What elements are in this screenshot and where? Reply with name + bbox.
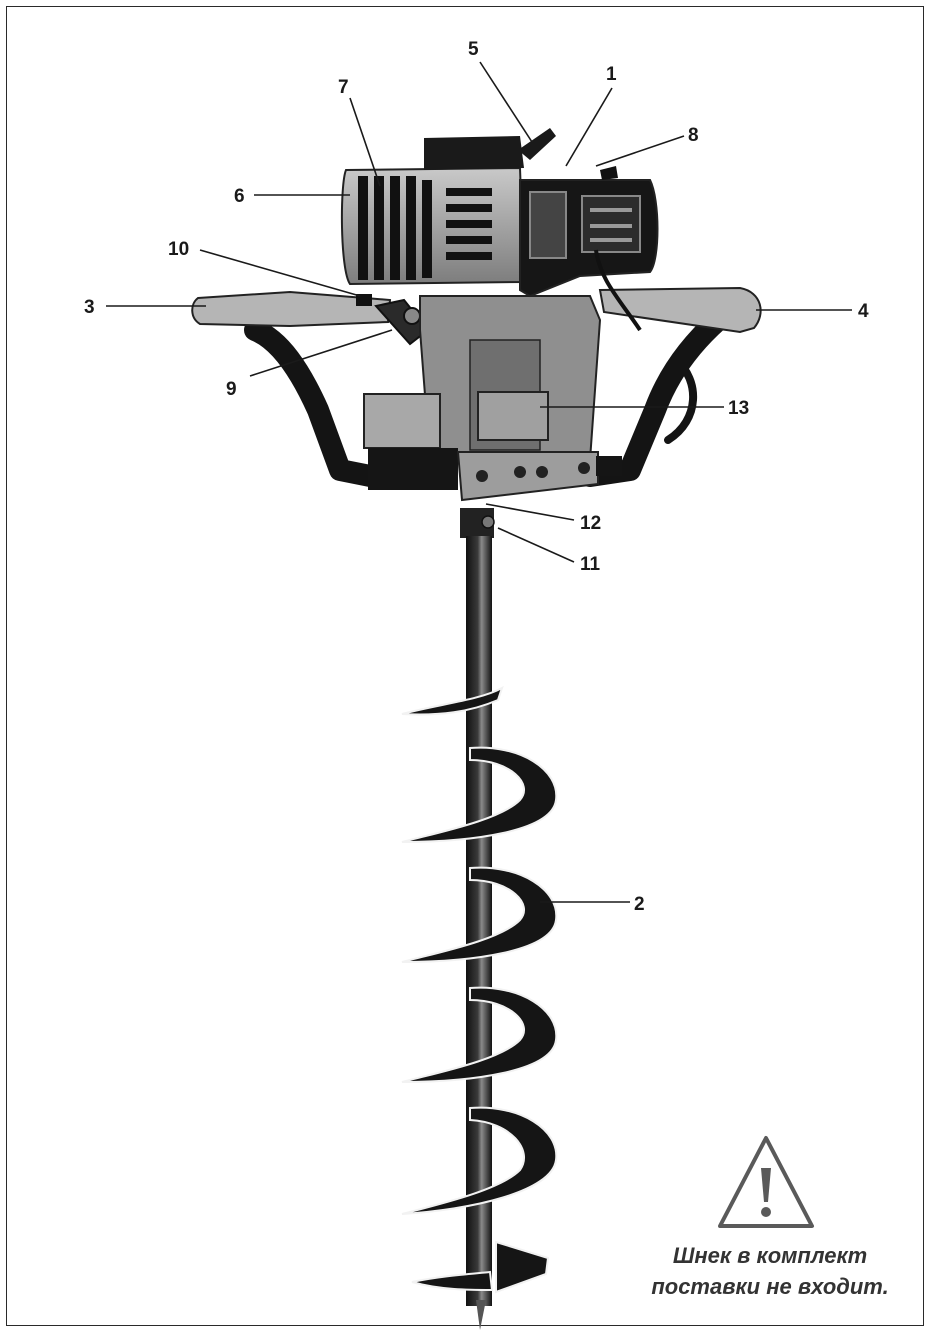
choke-lever[interactable] — [518, 128, 556, 160]
lever-pivot — [403, 307, 421, 325]
warning-note-line-1: Шнек в комплект — [672, 1243, 868, 1268]
callout-8: 8 — [688, 125, 699, 146]
warning-note-line-2: поставки не входит. — [651, 1274, 889, 1299]
gearbox-cover-left — [363, 393, 441, 449]
mounting-bracket — [456, 451, 599, 502]
gearbox-cover-right — [477, 391, 549, 441]
auger-shaft — [466, 536, 492, 1306]
auger-flights — [401, 685, 558, 1294]
callout-7: 7 — [338, 77, 349, 98]
frame-mount-left — [368, 448, 458, 490]
callout-3: 3 — [84, 297, 95, 318]
fuel-tank-cap[interactable] — [424, 136, 524, 170]
callout-4: 4 — [858, 301, 869, 322]
cylinder-fins — [358, 176, 492, 280]
callout-9: 9 — [226, 379, 237, 400]
callout-6: 6 — [234, 186, 245, 207]
bracket-bolts — [476, 462, 590, 482]
callout-5: 5 — [468, 39, 479, 60]
ignition-switch[interactable] — [600, 166, 618, 180]
auger-tip — [476, 1300, 486, 1330]
warning-triangle-icon — [718, 1136, 814, 1228]
callout-12: 12 — [580, 513, 601, 534]
callout-11: 11 — [580, 554, 601, 575]
callout-10: 10 — [168, 239, 189, 260]
leader-lines — [106, 61, 852, 903]
throttle-lock[interactable] — [356, 294, 372, 306]
callout-2: 2 — [634, 894, 645, 915]
callout-1: 1 — [606, 64, 617, 85]
handle-frame — [244, 309, 729, 489]
figure-frame — [6, 6, 924, 1326]
engine-housing — [340, 166, 526, 286]
warning-note: Шнек в комплект поставки не входит. — [620, 1240, 920, 1302]
throttle-cable — [594, 249, 642, 332]
shaft-pin — [481, 515, 495, 529]
callout-13: 13 — [728, 398, 749, 419]
